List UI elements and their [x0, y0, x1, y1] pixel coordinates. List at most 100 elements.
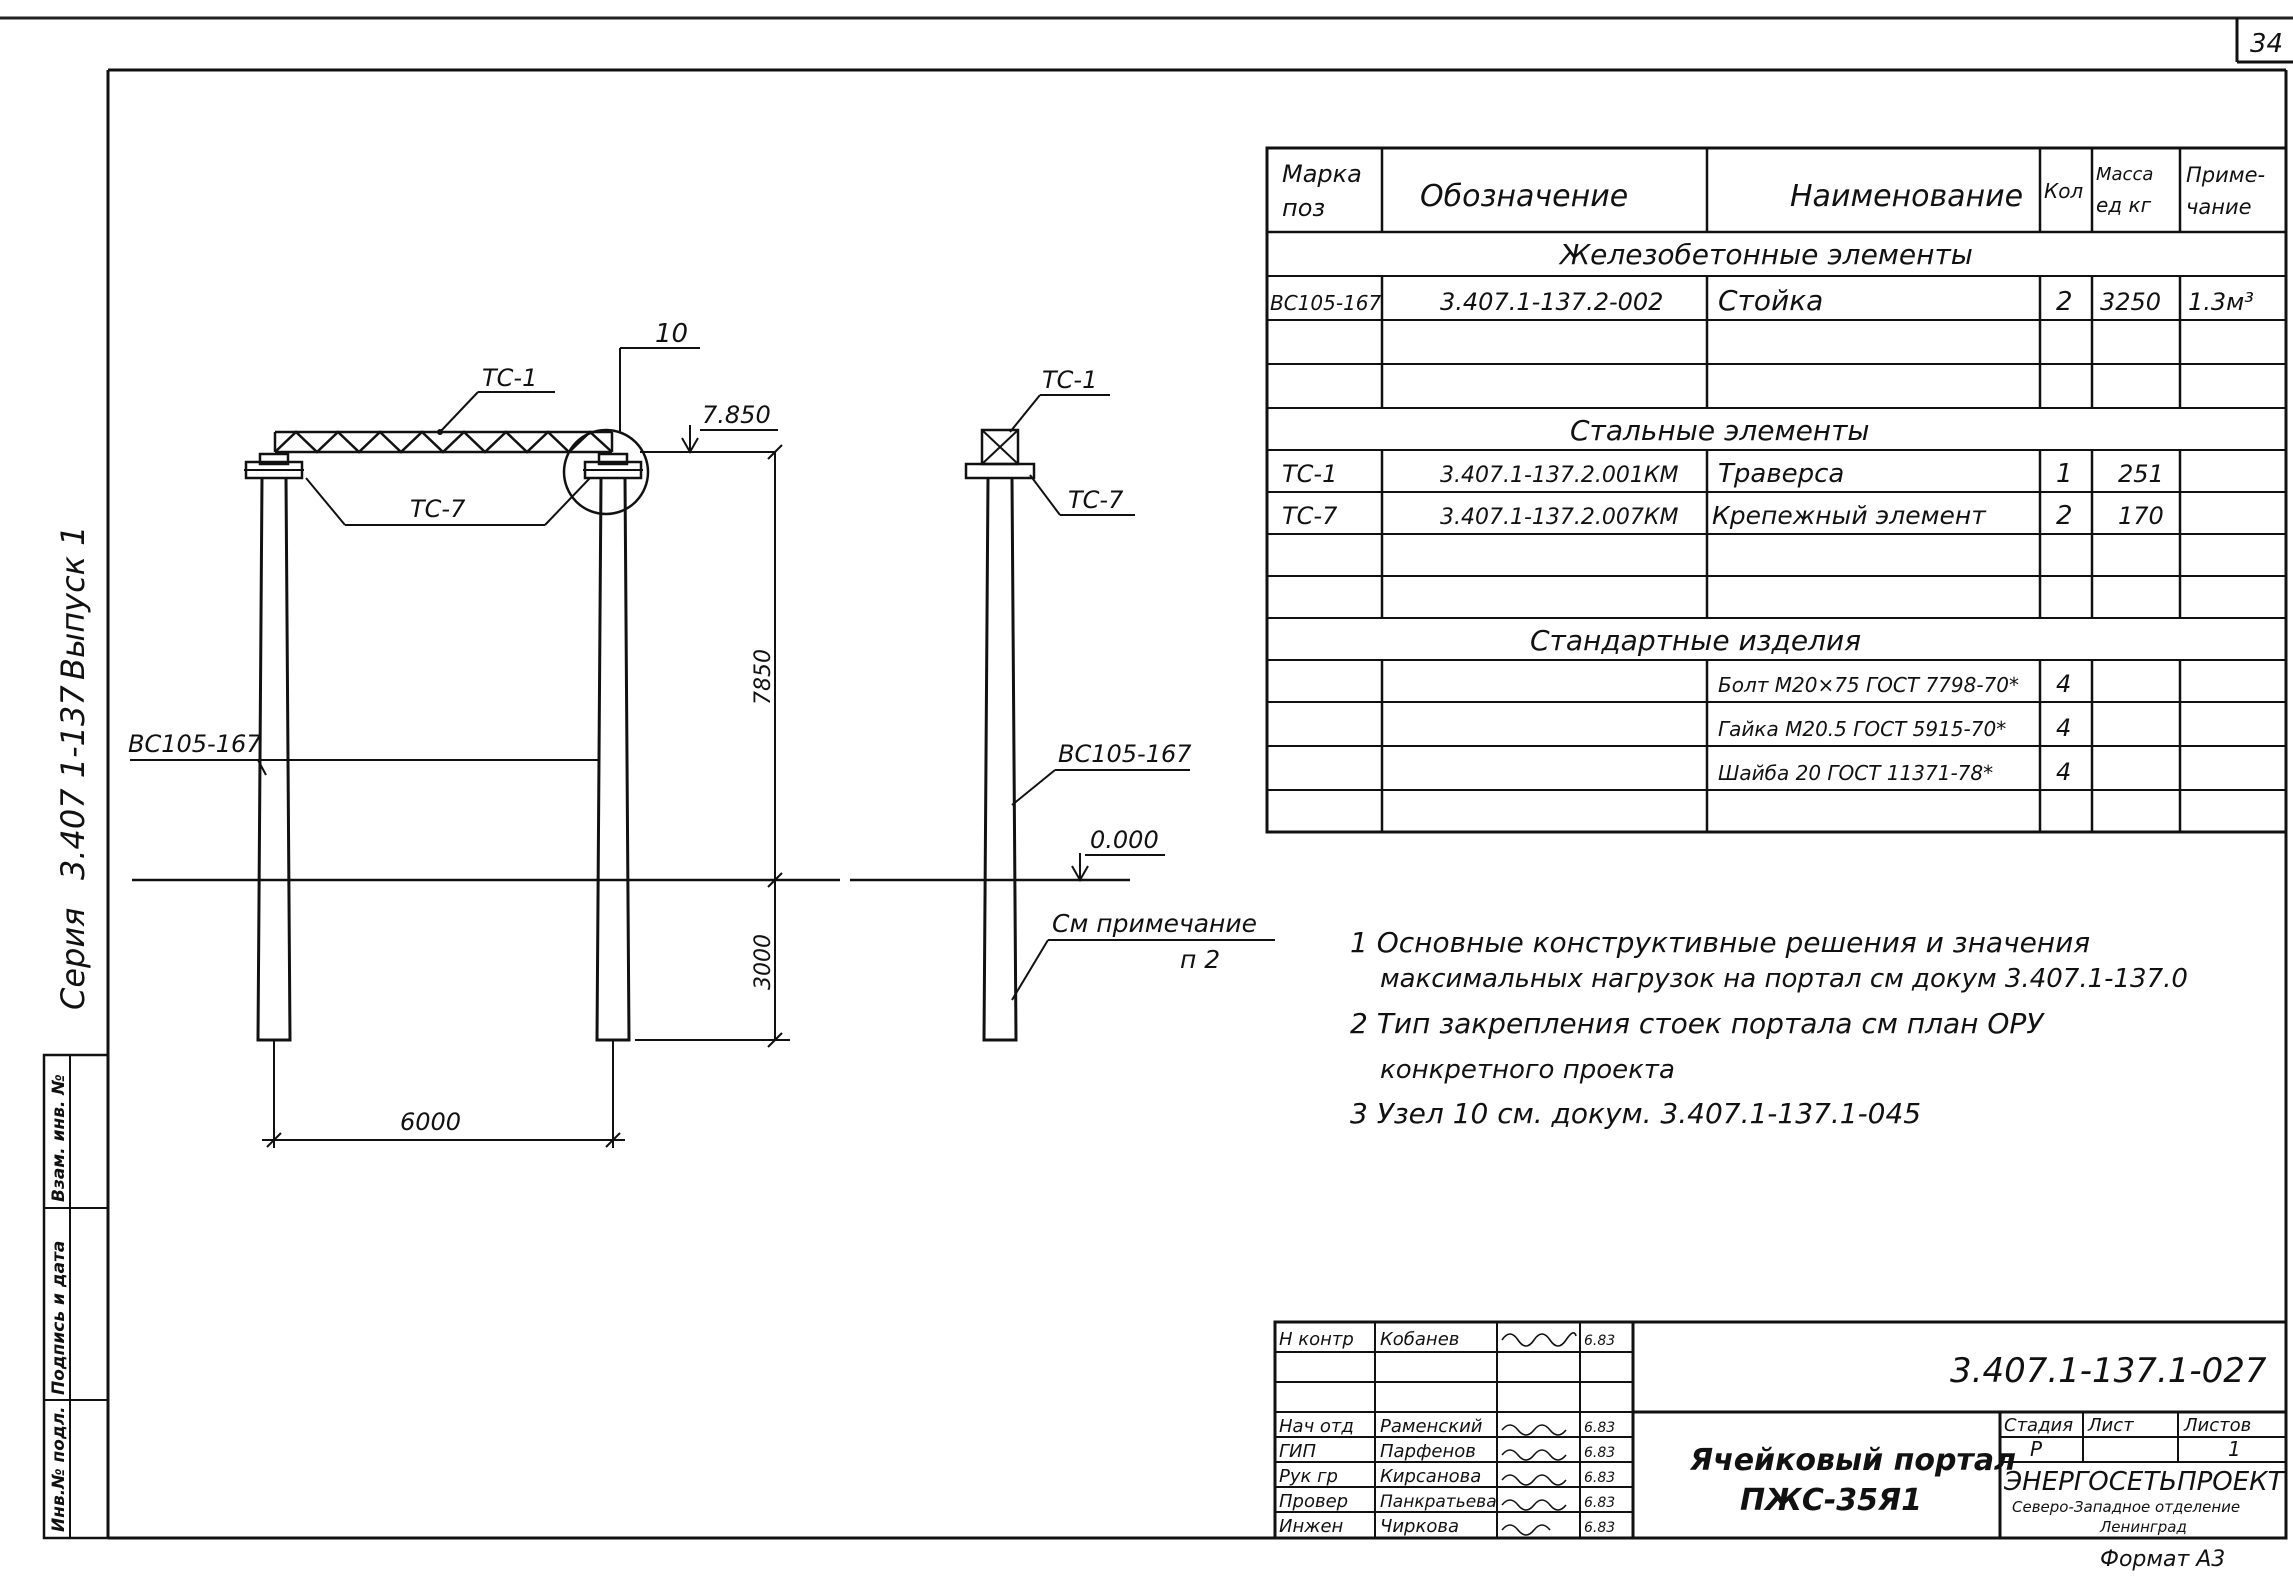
- tb-name-0: Кобанев: [1380, 1329, 1459, 1350]
- tb-org-city: Ленинград: [2099, 1518, 2187, 1536]
- tb-stadia-label: Стадия: [2004, 1415, 2073, 1436]
- tb-org-branch: Северо-Западное отделение: [2012, 1498, 2240, 1516]
- tb-date-2: 6.83: [1584, 1420, 1615, 1436]
- steel-row2-kol: 2: [2056, 501, 2073, 531]
- title-block: Н контр Кобанев 6.83 Нач отд Раменский 6…: [1273, 1320, 2288, 1540]
- column-front-label: ВС105-167: [128, 730, 262, 758]
- svg-text:3.407 1-137: 3.407 1-137: [54, 685, 92, 880]
- steel-row1-oboz: 3.407.1-137.2.001КМ: [1440, 463, 1678, 488]
- note-ref-line2: п 2: [1180, 945, 1220, 974]
- tb-role-2: Нач отд: [1279, 1416, 1354, 1437]
- tb-role-0: Н контр: [1279, 1329, 1354, 1350]
- std-row2-name: Гайка М20.5 ГОСТ 5915-70*: [1718, 717, 2006, 741]
- tb-date-5: 6.83: [1584, 1495, 1615, 1511]
- tb-listov-label: Листов: [2183, 1415, 2251, 1436]
- std-row3-kol: 4: [2056, 758, 2071, 786]
- front-view: 10 ТС-1 ТС-7 ВС105-167 7.850 7850 3000: [128, 319, 840, 1148]
- left-stamp: Инв.№ подл. Подпись и дата Взам. инв. №: [42, 1053, 110, 1540]
- truss-tc1: [273, 430, 614, 454]
- tb-date-4: 6.83: [1584, 1470, 1615, 1486]
- note-1a: 1 Основные конструктивные решения и знач…: [1350, 926, 2090, 959]
- steel-row2-oboz: 3.407.1-137.2.007КМ: [1440, 505, 1678, 530]
- tc1-side-label: ТС-1: [1042, 366, 1097, 394]
- tb-date-6: 6.83: [1584, 1520, 1615, 1536]
- zhb-row-kol: 2: [2056, 287, 2073, 317]
- node-10-label: 10: [655, 319, 688, 349]
- side-column: [982, 477, 1018, 1042]
- tb-name-4: Кирсанова: [1380, 1466, 1481, 1487]
- hdr-massa-1: Масса: [2096, 164, 2153, 185]
- tb-list-label: Лист: [2087, 1415, 2134, 1436]
- std-row1-name: Болт М20×75 ГОСТ 7798-70*: [1718, 673, 2019, 697]
- dim-span: 6000: [400, 1108, 461, 1136]
- tb-name-5: Панкратьева: [1380, 1492, 1497, 1512]
- tb-role-6: Инжен: [1279, 1516, 1344, 1537]
- tb-name-6: Чиркова: [1380, 1516, 1459, 1537]
- column-side-label: ВС105-167: [1058, 740, 1192, 768]
- hdr-naimenovanie: Наименование: [1790, 179, 2023, 214]
- tb-date-3: 6.83: [1584, 1445, 1615, 1461]
- tb-stadia: Р: [2030, 1437, 2043, 1461]
- hdr-prim-2: чание: [2186, 195, 2252, 219]
- hdr-marka-2: поз: [1282, 194, 1325, 222]
- tc1-front-label: ТС-1: [482, 364, 537, 392]
- tc7-front-label: ТС-7: [410, 495, 466, 523]
- steel-row1-marka: ТС-1: [1282, 460, 1337, 488]
- note-ref-line1: См примечание: [1052, 909, 1257, 938]
- left-tc7-cap: [244, 452, 304, 480]
- zhb-row-name: Стойка: [1718, 284, 1823, 317]
- zhb-row-marka: ВС105-167: [1270, 291, 1382, 315]
- hdr-massa-2: ед кг: [2096, 193, 2152, 217]
- tb-title-line2: ПЖС-35Я1: [1740, 1483, 1922, 1518]
- tb-role-5: Провер: [1279, 1491, 1348, 1512]
- note-2b: конкретного проекта: [1380, 1055, 1675, 1085]
- spec-table: Марка поз Обозначение Наименование Кол М…: [1265, 146, 2288, 834]
- steel-row2-marka: ТС-7: [1282, 502, 1338, 530]
- stamp-inv-podl: Инв.№ подл.: [49, 1406, 69, 1532]
- zhb-row-massa: 3250: [2100, 288, 2161, 316]
- tb-role-4: Рук гр: [1279, 1466, 1338, 1487]
- zhb-row-prim: 1.3м³: [2188, 288, 2254, 316]
- tb-date-0: 6.83: [1584, 1333, 1615, 1349]
- stamp-podpis-data: Подпись и дата: [49, 1241, 69, 1395]
- hdr-prim-1: Приме-: [2186, 163, 2265, 187]
- top-level-mark: 7.850: [702, 401, 771, 429]
- node-10-circle: [562, 428, 650, 516]
- std-row3-name: Шайба 20 ГОСТ 11371-78*: [1718, 761, 1993, 785]
- steel-row1-massa: 251: [2118, 460, 2164, 488]
- sheet-number: 34: [2250, 29, 2283, 59]
- signatures: [1501, 1332, 1577, 1536]
- tb-name-2: Раменский: [1380, 1416, 1483, 1437]
- side-view: ТС-1 ТС-7 ВС105-167 0.000 См примечание …: [850, 366, 1275, 1042]
- tb-name-3: Парфенов: [1380, 1441, 1476, 1462]
- tb-document-code: 3.407.1-137.1-027: [1950, 1351, 2267, 1391]
- notes: 1 Основные конструктивные решения и знач…: [1350, 926, 2188, 1130]
- svg-text:Серия: Серия: [54, 908, 92, 1010]
- tc7-side-label: ТС-7: [1068, 486, 1124, 514]
- format-label: Формат А3: [2100, 1547, 2225, 1572]
- std-row1-kol: 4: [2056, 670, 2071, 698]
- stamp-vzam-inv: Взам. инв. №: [49, 1074, 69, 1202]
- dim-height: 7850: [751, 649, 776, 705]
- steel-row1-name: Траверса: [1718, 459, 1844, 489]
- note-3: 3 Узел 10 см. докум. 3.407.1-137.1-045: [1350, 1097, 1921, 1130]
- hdr-oboznachenie: Обозначение: [1420, 179, 1628, 214]
- note-1b: максимальных нагрузок на портал см докум…: [1380, 964, 2188, 994]
- tb-role-3: ГИП: [1279, 1441, 1316, 1462]
- tb-listov: 1: [2228, 1437, 2241, 1461]
- steel-row2-massa: 170: [2118, 502, 2164, 530]
- right-column: [595, 477, 631, 1042]
- tb-org-name: ЭНЕРГОСЕТЬПРОЕКТ: [2003, 1467, 2286, 1497]
- ground-level-mark: 0.000: [1090, 826, 1159, 854]
- steel-row1-kol: 1: [2056, 459, 2073, 489]
- section-steel: Стальные элементы: [1570, 414, 1870, 447]
- std-row2-kol: 4: [2056, 714, 2071, 742]
- hdr-kol: Кол: [2044, 179, 2083, 203]
- tb-title-line1: Ячейковый портал: [1689, 1443, 2016, 1478]
- svg-text:Выпуск 1: Выпуск 1: [54, 525, 92, 680]
- dim-depth: 3000: [751, 934, 776, 990]
- series-label: Серия 3.407 1-137 Выпуск 1: [54, 525, 92, 1010]
- right-tc7-cap: [583, 452, 643, 480]
- section-zhb: Железобетонные элементы: [1558, 238, 1973, 271]
- note-2a: 2 Тип закрепления стоек портала см план …: [1350, 1007, 2045, 1040]
